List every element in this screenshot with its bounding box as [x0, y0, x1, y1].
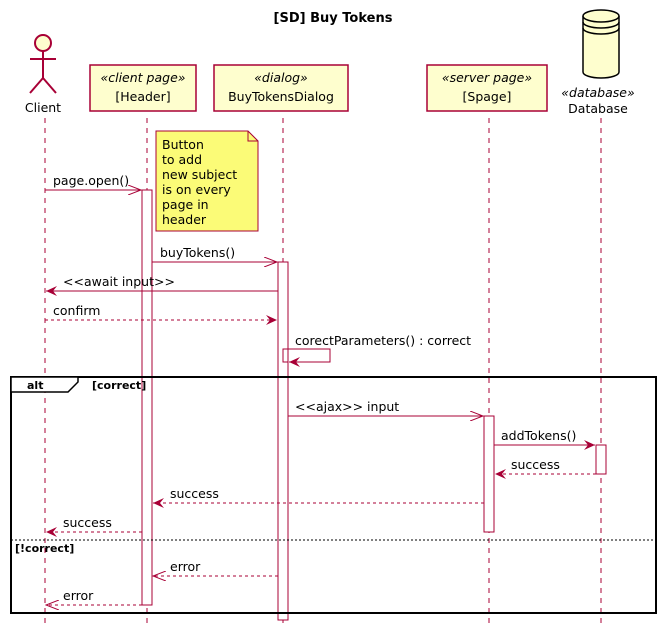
note-line: new subject — [162, 167, 237, 182]
activation-dialog — [277, 261, 289, 621]
activations — [141, 189, 607, 621]
participant-spage-stereotype: «server page» — [442, 70, 532, 85]
note: Button to add new subject is on every pa… — [155, 130, 259, 232]
message-label: success — [63, 515, 112, 530]
alt-fragment: alt [correct] [!correct] — [10, 376, 657, 614]
participant-dialog: «dialog» BuyTokensDialog — [213, 64, 349, 112]
message-label: error — [63, 588, 94, 603]
note-line: to add — [162, 152, 202, 167]
diagram-title: [SD] Buy Tokens — [274, 11, 393, 26]
activation-spage — [483, 415, 495, 533]
lifelines — [44, 118, 602, 625]
participant-database-stereotype: «database» — [561, 85, 634, 100]
participant-spage-name: [Spage] — [463, 89, 512, 104]
participant-header-stereotype: «client page» — [101, 70, 186, 85]
messages — [45, 190, 596, 605]
participant-database-name: Database — [568, 101, 628, 116]
actor-icon — [29, 34, 57, 94]
participant-database: «database» Database — [561, 9, 635, 116]
alt-keyword: alt — [27, 379, 43, 392]
message-label: success — [170, 486, 219, 501]
message-label: <<ajax>> input — [295, 399, 399, 414]
participant-dialog-stereotype: «dialog» — [254, 70, 308, 85]
participant-dialog-name: BuyTokensDialog — [228, 89, 334, 104]
participant-client: Client — [25, 34, 61, 115]
participant-header-name: [Header] — [115, 89, 170, 104]
message-label: page.open() — [53, 173, 129, 188]
message-label: success — [511, 457, 560, 472]
message-labels: page.open() buyTokens() <<await input>> … — [53, 173, 576, 603]
message-label: <<await input>> — [63, 274, 175, 289]
message-label: addTokens() — [501, 428, 576, 443]
database-icon — [582, 9, 620, 79]
note-line: Button — [162, 137, 204, 152]
participant-client-name: Client — [25, 100, 61, 115]
note-line: page in — [162, 197, 209, 212]
participant-spage: «server page» [Spage] — [426, 64, 548, 112]
note-line: header — [162, 212, 207, 227]
participant-header: «client page» [Header] — [89, 64, 197, 112]
alt-guard: [correct] — [92, 379, 146, 392]
activation-dialog-self — [282, 348, 289, 363]
alt-else-guard: [!correct] — [15, 542, 74, 555]
message-label: error — [170, 559, 201, 574]
message-label: corectParameters() : correct — [295, 333, 471, 348]
activation-database — [595, 444, 607, 475]
message-arrow — [288, 348, 331, 367]
note-line: is on every — [162, 182, 231, 197]
activation-header — [141, 189, 153, 606]
message-label: confirm — [53, 303, 100, 318]
message-label: buyTokens() — [160, 245, 235, 260]
